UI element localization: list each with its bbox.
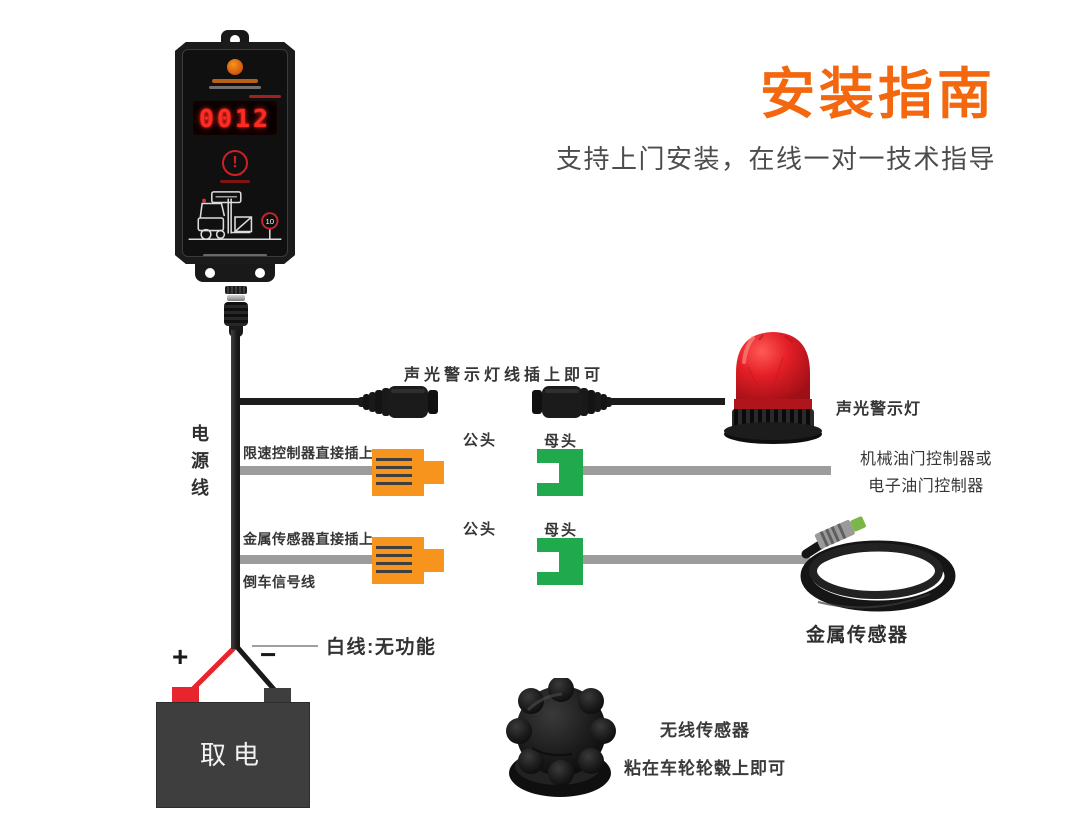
negative-wire — [235, 645, 281, 697]
model-text-bar — [249, 95, 281, 98]
metal-sensor-wire-left — [239, 555, 372, 564]
speed-controller-note: 限速控制器直接插上 — [243, 445, 374, 461]
warning-lamp-wire-left — [239, 398, 361, 405]
plus-sign: + — [172, 641, 189, 672]
white-wire-note: 白线:无功能 — [326, 637, 437, 658]
speed-limit-sign: 10 — [261, 212, 279, 240]
power-cable-label: 电源线 — [189, 424, 209, 505]
svg-text:10: 10 — [266, 217, 275, 226]
female-connector-label: 母头 — [544, 433, 579, 450]
brand-text-bar — [212, 79, 258, 83]
speed-controller-wire-right — [583, 466, 831, 475]
minus-sign: − — [260, 639, 277, 670]
male-connector-label: 公头 — [463, 432, 498, 449]
male-connector — [372, 537, 444, 584]
dc-plug-female — [532, 386, 612, 418]
led-digits: 0012 — [198, 103, 272, 133]
footer-text-bar — [203, 254, 267, 256]
power-cable — [231, 330, 240, 649]
metal-sensor-wire-right — [583, 555, 810, 564]
device-faceplate: 0012 ! — [182, 49, 288, 257]
device-body: 0012 ! — [175, 42, 295, 264]
metal-sensor-graphic — [800, 516, 956, 612]
battery-positive-terminal — [172, 687, 199, 703]
page-subtitle: 支持上门安装，在线一对一技术指导 — [555, 143, 996, 174]
forklift-beacon-dot — [202, 198, 206, 203]
page-title: 安装指南 — [759, 63, 996, 125]
wireless-sensor-label: 无线传感器 粘在车轮轮毂上即可 — [624, 721, 786, 778]
wireless-sensor-graphic — [506, 678, 616, 797]
beacon-label: 声光警示灯 — [836, 401, 922, 418]
warning-lamp-note: 声光警示灯线插上即可 — [404, 367, 605, 384]
brand-subtext-bar — [209, 86, 261, 89]
female-connector — [537, 449, 583, 496]
warning-text-bar — [220, 180, 250, 183]
throttle-controller-label: 机械油门控制器或 电子油门控制器 — [859, 451, 992, 495]
header: 安装指南 支持上门安装，在线一对一技术指导 — [500, 64, 996, 176]
speed-limiter-device: 0012 ! — [175, 30, 295, 282]
female-connector-label: 母头 — [544, 522, 579, 539]
mount-hole — [255, 268, 265, 278]
forklift-graphic: 10 — [188, 191, 282, 241]
dc-plug-male — [358, 386, 438, 418]
metal-sensor-label: 金属传感器 — [806, 625, 909, 646]
device-mount-tab-bottom — [195, 264, 275, 282]
speed-controller-wire-left — [239, 466, 372, 475]
reverse-signal-label: 倒车信号线 — [243, 574, 316, 590]
warning-beacon — [724, 332, 822, 444]
mount-hole — [205, 268, 215, 278]
brand-logo-icon — [227, 59, 243, 75]
led-display: 0012 — [193, 101, 277, 135]
battery: 取电 — [156, 702, 310, 808]
warning-lamp-wire-right — [610, 398, 725, 405]
male-connector — [372, 449, 444, 496]
male-connector-label: 公头 — [463, 521, 498, 538]
warning-icon: ! — [222, 150, 248, 176]
white-wire-leader-line — [252, 645, 318, 647]
sensor-head — [814, 516, 866, 549]
battery-negative-terminal — [264, 688, 291, 703]
mount-hole — [230, 35, 240, 45]
battery-label: 取电 — [199, 740, 266, 770]
metal-sensor-note: 金属传感器直接插上 — [243, 531, 374, 547]
female-connector — [537, 538, 583, 585]
